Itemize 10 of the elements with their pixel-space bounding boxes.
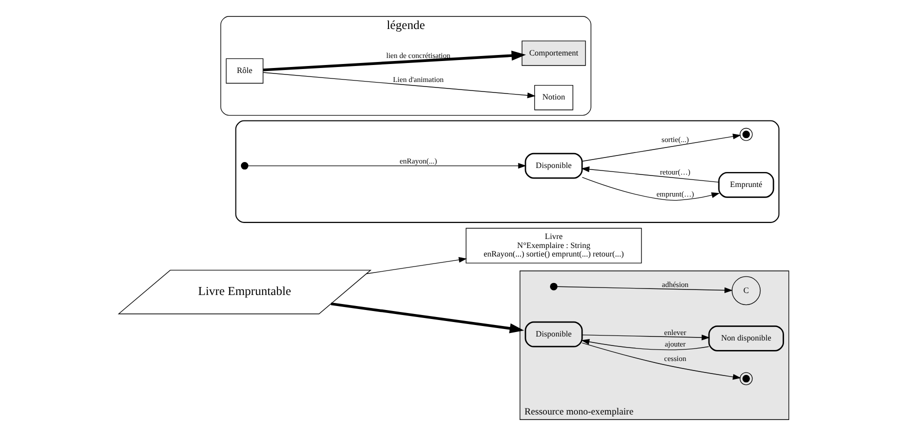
edge-label: ajouter (664, 339, 686, 348)
edge-label: Lien d'animation (392, 74, 444, 84)
edge-label: enRayon(...) (399, 156, 436, 166)
edge-label: lien de concrétisation (386, 50, 450, 60)
edge-label: retour(…) (660, 168, 690, 177)
edge-label: sortie(...) (661, 134, 688, 144)
edge-label: enlever (664, 328, 686, 337)
edge-label: cession (664, 354, 686, 363)
edge-label: adhésion (661, 280, 688, 290)
edge-label: emprunt(…) (656, 189, 694, 198)
